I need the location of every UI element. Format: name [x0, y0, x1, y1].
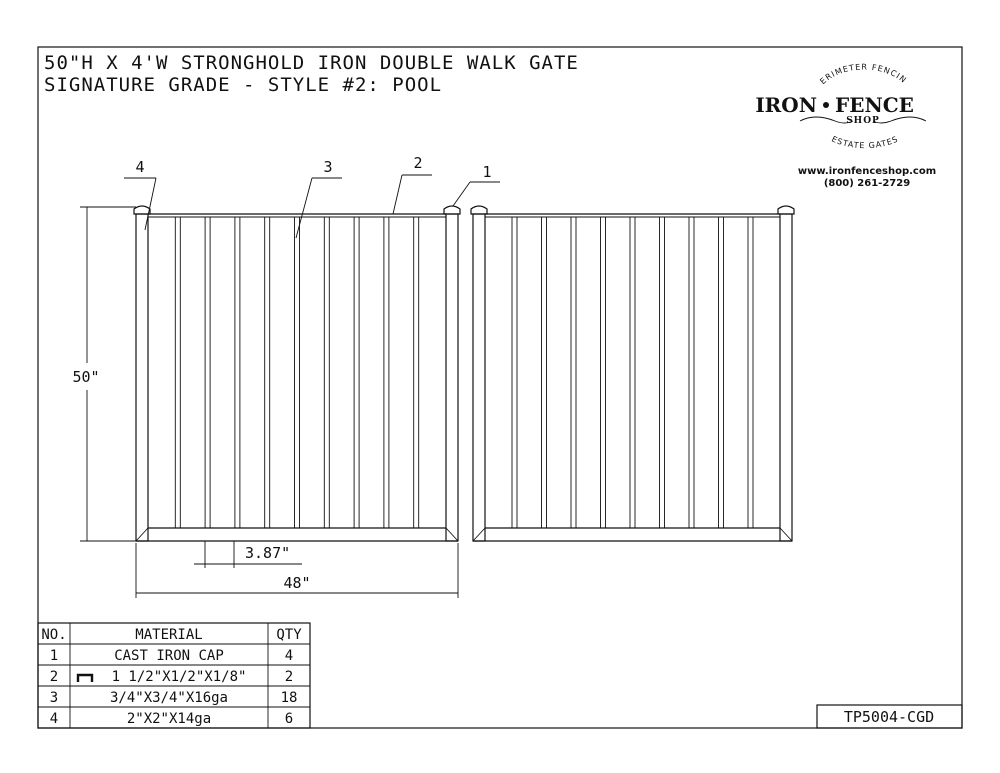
gate-stile	[135, 213, 149, 542]
channel-profile-icon	[76, 673, 94, 682]
logo-flourish-right	[872, 116, 927, 124]
table-header-qty: QTY	[276, 627, 302, 643]
gate-corner-bevel	[472, 527, 486, 542]
parts-table: NO. MATERIAL QTY 1 CAST IRON CAP 4 2 1 1…	[37, 622, 311, 729]
gate-stile	[445, 213, 459, 542]
gate-corner-bevel	[779, 527, 793, 542]
gate-stile	[779, 213, 793, 542]
table-header-no: NO.	[41, 627, 66, 643]
spacing-dimension: 3.87"	[194, 541, 302, 568]
table-row-1-material: CAST IRON CAP	[114, 648, 224, 664]
table-row-4-no: 4	[50, 711, 58, 727]
logo-phone: (800) 261-2729	[824, 178, 910, 189]
cast-iron-cap	[777, 205, 795, 215]
table-row-4-qty: 6	[285, 711, 293, 727]
callout-1-leader	[452, 181, 471, 207]
logo-shop: SHOP	[846, 116, 880, 126]
cast-iron-cap	[470, 205, 488, 215]
sheet-border	[37, 46, 963, 729]
table-row-1-no: 1	[50, 648, 58, 664]
logo-dot	[823, 102, 829, 108]
height-label: 50"	[72, 368, 99, 386]
table-row-1-qty: 4	[285, 648, 293, 664]
table-header-material: MATERIAL	[135, 627, 202, 643]
logo-website: www.ironfenceshop.com	[798, 166, 936, 177]
width-dimension: 48"	[135, 543, 459, 598]
gate-corner-bevel	[135, 527, 149, 542]
width-label: 48"	[283, 574, 310, 592]
table-row-2-no: 2	[50, 669, 58, 685]
cast-iron-cap	[443, 205, 461, 215]
callout-4-leader	[144, 177, 157, 231]
callout-2: 2	[413, 154, 422, 172]
table-row-3-material: 3/4"X3/4"X16ga	[110, 690, 228, 706]
table-row-3-qty: 18	[281, 690, 298, 706]
drawing-number-block: TP5004-CGD	[816, 704, 963, 729]
callout-1: 1	[482, 163, 491, 181]
table-row-2-material: 1 1/2"X1/2"X1/8"	[112, 669, 247, 685]
table-row-2-qty: 2	[285, 669, 293, 685]
gate-corner-bevel	[445, 527, 459, 542]
height-dimension: 50"	[72, 206, 136, 542]
table-row-3-no: 3	[50, 690, 58, 706]
logo-name-right: FENCE	[835, 93, 914, 117]
title-line-2: SIGNATURE GRADE - STYLE #2: POOL	[44, 74, 442, 96]
logo-name-left: IRON	[755, 93, 817, 117]
table-row-4-material: 2"X2"X14ga	[127, 711, 211, 727]
callout-3-leader	[295, 177, 313, 239]
logo-arc-bottom: ESTATE GATES	[830, 134, 900, 150]
spacing-label: 3.87"	[245, 544, 290, 562]
drawing-number: TP5004-CGD	[844, 708, 934, 726]
logo-flourish-left	[799, 116, 854, 124]
callout-2-leader	[392, 174, 403, 215]
callout-4: 4	[135, 158, 144, 176]
callout-3: 3	[323, 158, 332, 176]
callouts: 4 3 2 1	[124, 154, 500, 239]
parts-table-frame	[37, 622, 311, 729]
gate-panels	[133, 205, 795, 542]
title-line-1: 50"H X 4'W STRONGHOLD IRON DOUBLE WALK G…	[44, 52, 579, 74]
cast-iron-cap	[133, 205, 151, 215]
gate-stile	[472, 213, 486, 542]
drawing-number-frame	[816, 704, 963, 729]
